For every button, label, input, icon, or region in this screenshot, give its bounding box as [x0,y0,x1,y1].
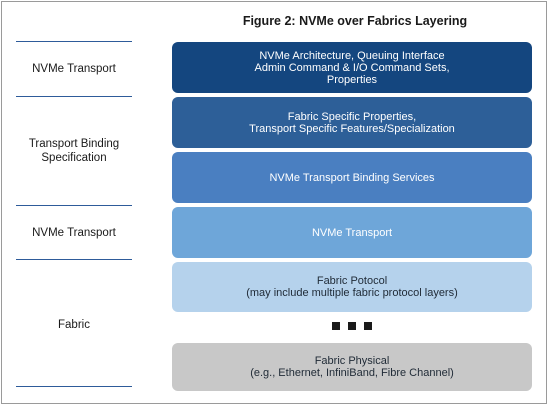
layer-fabric-protocol: Fabric Potocol (may include multiple fab… [172,262,532,312]
layer-text-line: Fabric Physical [314,355,390,367]
left-divider [16,386,132,387]
ellipsis-dot [348,322,356,330]
ellipsis-dot [332,322,340,330]
left-label-nvme-transport: NVMe Transport [32,227,116,239]
layer-fabric-specific-properties: Fabric Specific Properties, Transport Sp… [172,97,532,148]
layer-text-line: (may include multiple fabric protocol la… [246,287,458,299]
layer-text-line: Fabric Potocol [316,275,388,287]
figure-title: Figure 2: NVMe over Fabrics Layering [242,14,468,28]
layer-nvme-transport: NVMe Transport [172,207,532,258]
left-divider [16,205,132,206]
layer-text-line: (e.g., Ethernet, InfiniBand, Fibre Chann… [250,367,454,379]
layer-fabric-physical: Fabric Physical (e.g., Ethernet, InfiniB… [172,343,532,391]
layer-nvme-architecture: NVMe Architecture, Queuing Interface Adm… [172,42,532,93]
left-label-fabric: Fabric [58,319,90,331]
layer-text-line: Fabric Specific Properties, [287,110,417,123]
layer-text-line: Admin Command & I/O Command Sets, [254,61,450,74]
left-label-nvme-transport: NVMe Transport [32,63,116,75]
layer-text-line: Transport Specific Features/Specializati… [249,122,455,135]
left-label-transport-binding: Transport Binding Specification [28,138,120,164]
ellipsis-dot [364,322,372,330]
left-divider [16,259,132,260]
layer-text-line: NVMe Transport [311,226,393,239]
layer-binding-services: NVMe Transport Binding Services [172,152,532,203]
layer-text-line: NVMe Transport Binding Services [269,171,435,184]
layer-text-line: NVMe Architecture, Queuing Interface [259,49,445,62]
layer-text-line: Properties [326,73,378,86]
left-divider [16,41,132,42]
left-divider [16,96,132,97]
ellipsis [172,322,532,334]
